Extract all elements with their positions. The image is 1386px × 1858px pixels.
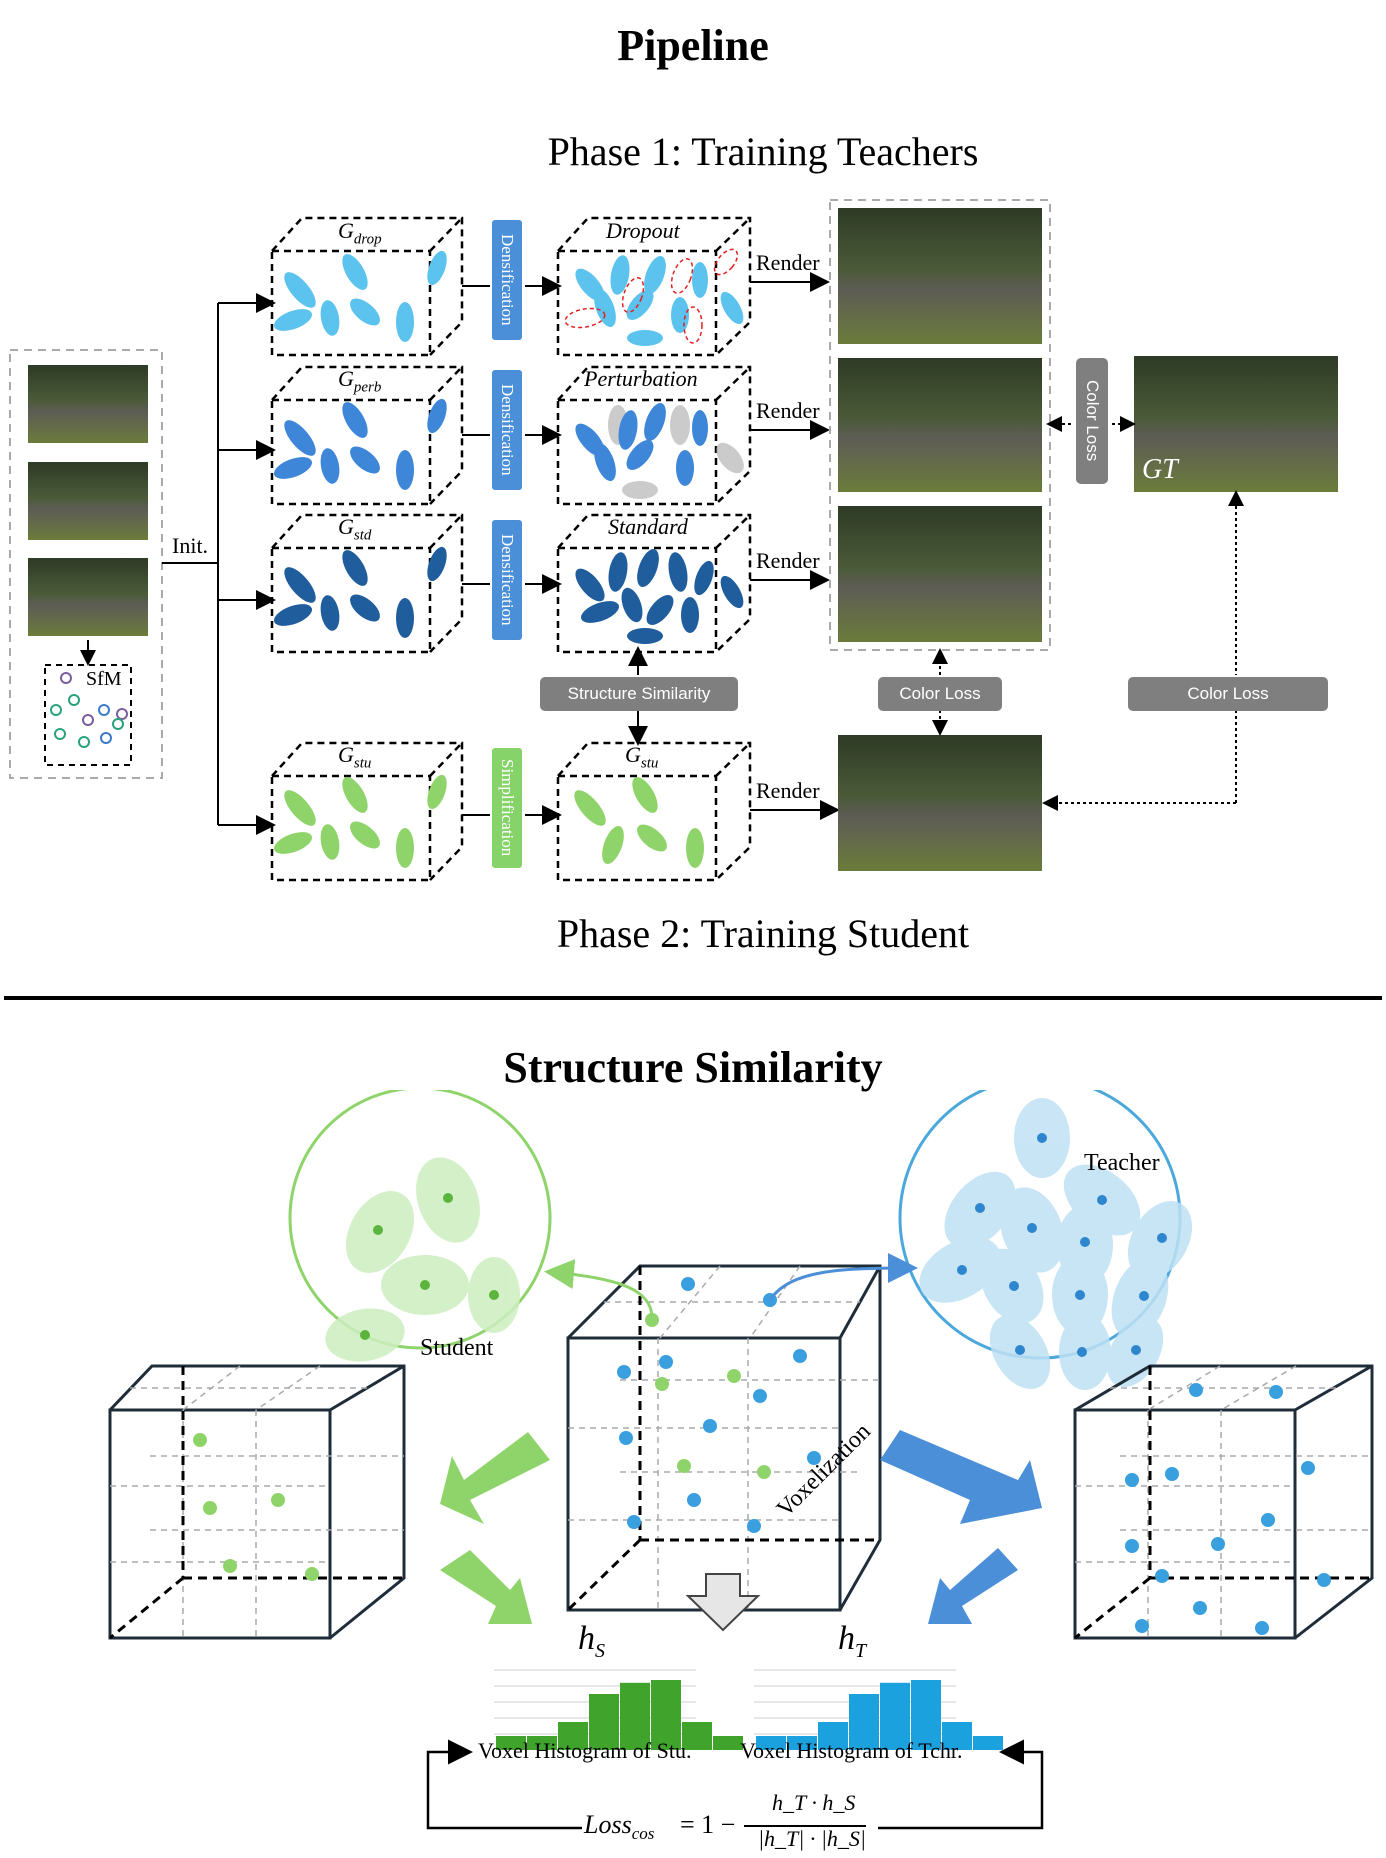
- structure-title: Structure Similarity: [503, 1043, 883, 1092]
- g-stu-label: Gstu: [338, 742, 372, 772]
- arrow-down: [685, 1573, 761, 1632]
- histogram-bar: [973, 1736, 1003, 1750]
- histogram-bar: [942, 1722, 972, 1750]
- gaussians-perb-right: [575, 402, 708, 486]
- color-loss-pill-1: Color Loss: [878, 677, 1002, 711]
- g-stu-right-label: Gstu: [625, 742, 659, 772]
- histogram-bar: [558, 1722, 588, 1750]
- densification-bar-1: Densification: [492, 220, 522, 340]
- dropout-label: Dropout: [606, 218, 680, 243]
- histogram-bar: [496, 1736, 526, 1750]
- color-loss-pill-2: Color Loss: [1128, 677, 1328, 711]
- gaussians-std-right: [575, 548, 744, 644]
- phase2-title: Phase 2: Training Student: [556, 911, 970, 956]
- loss-lhs: Losscos: [584, 1810, 655, 1844]
- hist-stu-caption: Voxel Histogram of Stu.: [478, 1738, 692, 1763]
- structure-diagram: [108, 1090, 1374, 1830]
- teacher-label: Teacher: [1084, 1150, 1160, 1176]
- render-image-perb: [838, 358, 1042, 492]
- render-image-stu: [838, 735, 1042, 871]
- student-label: Student: [420, 1335, 494, 1361]
- structure-similarity-pill: Structure Similarity: [540, 677, 738, 711]
- gaussians-drop-left: [273, 250, 447, 342]
- histogram-bar: [880, 1682, 910, 1750]
- student-histogram: [496, 1680, 743, 1750]
- gt-label: GT: [1142, 454, 1178, 485]
- sfm-points: [50, 672, 128, 748]
- gaussians-stu-right: [574, 777, 704, 868]
- loss-numerator: h_T · h_S: [772, 1790, 856, 1815]
- teacher-histogram: [756, 1680, 1003, 1750]
- histogram-bar: [651, 1680, 681, 1750]
- color-loss-pill-vertical: Color Loss: [1076, 358, 1108, 484]
- perturbation-label: Perturbation: [584, 366, 698, 391]
- standard-label: Standard: [608, 514, 688, 539]
- hs-label: hS: [578, 1620, 605, 1662]
- histogram-bar: [682, 1722, 712, 1750]
- arrow-student-histogram: [440, 1550, 532, 1624]
- histogram-bar: [756, 1736, 786, 1750]
- gaussians-std-left: [273, 546, 447, 638]
- init-label: Init.: [172, 533, 209, 558]
- arrow-to-teacher-voxel: [880, 1430, 1042, 1524]
- densification-bar-2: Densification: [492, 370, 522, 490]
- render-label-3: Render: [756, 548, 820, 573]
- section-divider: [4, 996, 1382, 1000]
- render-image-std: [838, 506, 1042, 642]
- pipeline-title: Pipeline: [617, 21, 769, 70]
- dropout-marks: [564, 248, 739, 344]
- render-label-1: Render: [756, 250, 820, 275]
- histogram-bar: [713, 1736, 743, 1750]
- render-label-4: Render: [756, 778, 820, 803]
- arrow-to-student-voxel: [440, 1432, 550, 1524]
- render-label-2: Render: [756, 398, 820, 423]
- histogram-bar: [620, 1682, 650, 1750]
- simplification-bar: Simplification: [492, 748, 522, 868]
- gt-image: [1134, 356, 1338, 492]
- gaussians-stu-left: [273, 774, 447, 868]
- phase1-title: Phase 1: Training Teachers: [547, 129, 979, 174]
- g-std-label: Gstd: [338, 514, 372, 544]
- sfm-label: SfM: [86, 668, 122, 690]
- arrow-teacher-histogram: [928, 1548, 1018, 1624]
- histogram-bar: [787, 1736, 817, 1750]
- loss-denominator: |h_T| · |h_S|: [758, 1826, 866, 1851]
- hist-tchr-caption: Voxel Histogram of Tchr.: [740, 1738, 963, 1763]
- g-perb-label: Gperb: [338, 366, 382, 396]
- pipeline-diagram: [4, 199, 1382, 1000]
- densification-bar-3: Densification: [492, 520, 522, 640]
- histogram-bar: [589, 1694, 619, 1750]
- g-drop-label: Gdrop: [338, 218, 382, 248]
- histogram-bar: [818, 1722, 848, 1750]
- gaussians-perb-left: [273, 398, 447, 490]
- histogram-bar: [849, 1694, 879, 1750]
- gaussians-drop-right: [575, 255, 744, 346]
- ht-label: hT: [838, 1620, 867, 1662]
- loss-eq: = 1 −: [680, 1810, 736, 1839]
- histogram-bar: [527, 1736, 557, 1750]
- render-image-drop: [838, 208, 1042, 344]
- histogram-bar: [911, 1680, 941, 1750]
- sfm-box: [44, 664, 132, 766]
